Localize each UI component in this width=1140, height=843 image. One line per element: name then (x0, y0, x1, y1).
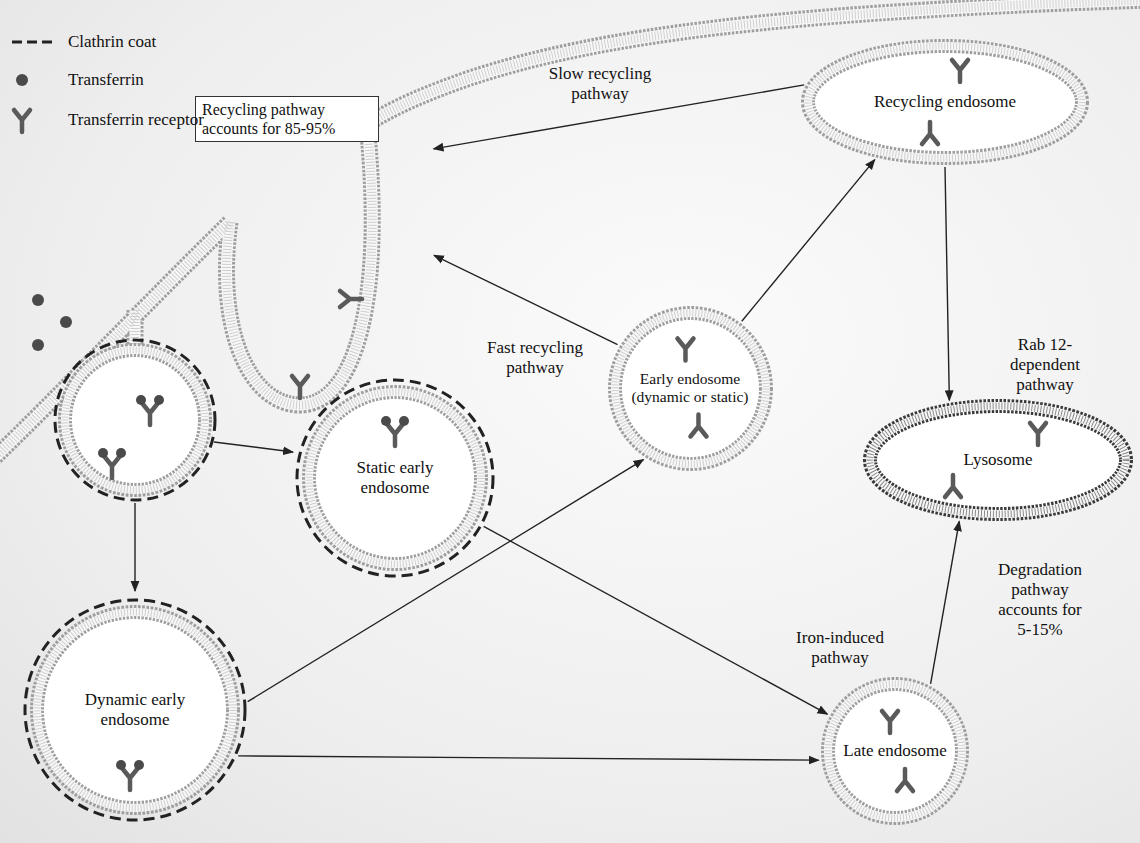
transferrin-receptor (882, 711, 898, 733)
clathrin-sample (12, 41, 56, 44)
receptor-shape (945, 475, 961, 497)
transferrin-receptor (945, 475, 961, 497)
lipid-tails (615, 313, 766, 464)
pathway-arrow (945, 167, 949, 400)
lipid-core (37, 612, 233, 808)
node-label: Late endosome (843, 741, 946, 761)
static-early-endosome: Static early endosome (295, 378, 495, 578)
clathrin-coated-vesicle (55, 340, 215, 500)
lipid-tails (808, 46, 1082, 158)
pathway-arrow (434, 255, 618, 344)
node-label: Lysosome (964, 450, 1033, 470)
receptor-shape (952, 60, 968, 82)
lipid-tails (309, 392, 481, 564)
lipid-heads (828, 684, 962, 818)
transferrin-receptor (136, 395, 164, 425)
lipid-heads (309, 392, 481, 564)
transferrin-receptor (340, 291, 362, 307)
transferrin (32, 339, 44, 351)
transferrin (381, 416, 391, 426)
recycling-endosome: Recycling endosome (800, 38, 1090, 166)
transferrin-receptor (897, 769, 913, 791)
receptor-shape (1030, 423, 1046, 445)
legend-item: Clathrin coat (8, 30, 156, 54)
transferrin-receptor (381, 416, 409, 446)
receptor-shape (122, 768, 138, 790)
legend-item: Transferrin (8, 68, 144, 92)
transferrin-receptor (14, 110, 30, 132)
vesicle-membrane (65, 350, 205, 490)
lipid-tails (828, 684, 962, 818)
transferrin (134, 760, 144, 770)
transferrin-receptor (677, 338, 693, 360)
clathrin-coat (25, 600, 245, 820)
transferrin-receptor (690, 414, 706, 436)
transferrin (399, 416, 409, 426)
lipid-heads (37, 612, 233, 808)
vesicle-membrane (65, 350, 205, 490)
lipid-core (828, 684, 962, 818)
transferrin-receptor (1030, 423, 1046, 445)
transferrin (60, 316, 72, 328)
legend-sample (8, 68, 58, 92)
lipid-tails (870, 406, 1126, 514)
node-label: Early endosome (dynamic or static) (626, 370, 754, 406)
transferrin-receptor (292, 376, 308, 398)
membrane-heads (226, 124, 372, 405)
budding-arrow (214, 442, 293, 452)
pathway-arrow (931, 521, 960, 684)
lipid-tails (37, 612, 233, 808)
dynamic-early-endosome: Dynamic early endosome (23, 598, 247, 822)
pathway-label: Iron-induced pathway (785, 628, 895, 668)
node-label: Recycling endosome (874, 92, 1016, 112)
pathway-arrow (484, 526, 828, 714)
pathway-arrow (742, 160, 875, 322)
node-label: Dynamic early endosome (80, 690, 190, 730)
pathway-arrow (238, 756, 818, 760)
clathrin-coat (297, 380, 493, 576)
legend-sample (8, 108, 58, 132)
box-label: Recycling pathway accounts for 85-95% (195, 96, 379, 142)
membrane-core (226, 124, 372, 405)
legend-sample (8, 30, 58, 54)
lipid-core (615, 313, 766, 464)
lipid-core (309, 392, 481, 564)
receptor-shape (387, 424, 403, 446)
receptor-shape (922, 122, 938, 144)
pathway-label: Rab 12-dependent pathway (998, 335, 1093, 395)
receptor-shape (897, 769, 913, 791)
lipid-heads (808, 46, 1082, 158)
transferrin-receptor (952, 60, 968, 82)
lipid-core (808, 46, 1082, 158)
transferrin (32, 294, 44, 306)
transferrin-receptor (116, 760, 144, 790)
lipid-heads (615, 313, 766, 464)
lysosome: Lysosome (862, 398, 1134, 522)
membrane-tails (226, 124, 372, 405)
pathway-label: Slow recycling pathway (543, 64, 658, 104)
recycling-pathway-box: Recycling pathway accounts for 85-95% (195, 96, 432, 376)
transferrin-receptor (98, 448, 126, 478)
legend-label: Clathrin coat (68, 32, 156, 52)
receptor-shape (690, 414, 706, 436)
early-endosome: Early endosome (dynamic or static) (607, 305, 774, 472)
late-endosome: Late endosome (820, 676, 970, 826)
receptor-shape (14, 110, 30, 132)
lipid-heads (870, 406, 1126, 514)
transferrin-sample (16, 74, 28, 86)
legend-label: Transferrin receptor (68, 110, 204, 130)
transferrin-receptor (922, 122, 938, 144)
vesicle-membrane (65, 350, 205, 490)
percentage-note: Degradation pathway accounts for 5-15% (990, 560, 1090, 640)
legend-item: Transferrin receptor (8, 108, 204, 132)
node-label: Static early endosome (340, 458, 450, 498)
budding-arrow (134, 503, 135, 591)
receptor-shape (677, 338, 693, 360)
receptor-shape (882, 711, 898, 733)
lipid-core (870, 406, 1126, 514)
pathway-label: Fast recycling pathway (478, 338, 593, 378)
transferrin (116, 760, 126, 770)
clathrin-coat (55, 340, 215, 500)
legend-label: Transferrin (68, 70, 144, 90)
